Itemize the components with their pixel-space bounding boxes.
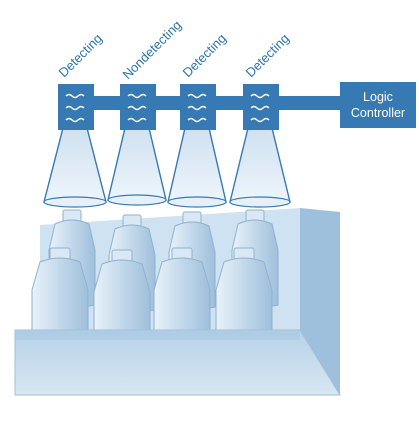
- logic-controller: Logic Controller: [340, 82, 416, 128]
- crate-front: [15, 330, 340, 395]
- controller-label-line1: Logic: [363, 90, 393, 104]
- sensor-3: [180, 84, 216, 130]
- sensor-4-status-label: Detecting: [243, 31, 292, 80]
- bottle: [94, 250, 150, 343]
- bottle: [154, 248, 210, 341]
- bottle: [216, 248, 272, 341]
- controller-label-line2: Controller: [351, 106, 405, 120]
- sensor-4: [243, 84, 279, 130]
- sensor-1-status-label: Detecting: [56, 31, 105, 80]
- bottle: [32, 248, 88, 341]
- beam-3: [168, 128, 226, 202]
- beam-4: [230, 128, 290, 202]
- sensor-beams: [44, 128, 290, 207]
- beam-1: [44, 128, 106, 202]
- sensor-2: [120, 84, 156, 130]
- sensor-2-status-label: Nondetecting: [120, 17, 185, 82]
- beam-2: [108, 128, 166, 200]
- sensor-1: [58, 84, 94, 130]
- sensor-3-status-label: Detecting: [180, 31, 229, 80]
